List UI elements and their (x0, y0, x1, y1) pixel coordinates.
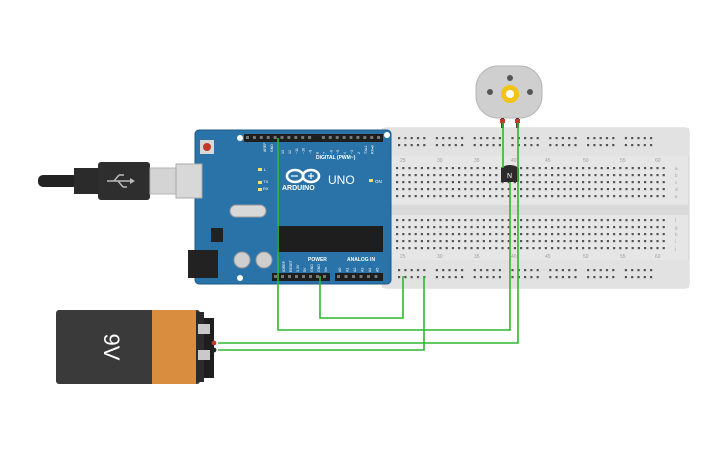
pin-label: 8 (316, 152, 320, 154)
bb-col-num: 50 (583, 254, 589, 260)
pin-label: A0 (338, 268, 342, 272)
pin-label: A5 (376, 268, 380, 272)
bb-col-num: 25 (400, 254, 406, 260)
tx-led (258, 181, 262, 184)
pin-label: 3.3V (296, 264, 300, 272)
digital-pin-header[interactable] (244, 134, 383, 142)
bb-row-letter: c (675, 180, 678, 185)
pin-label: 4 (343, 152, 347, 154)
bb-col-num: 40 (511, 254, 517, 260)
bb-col-num: 35 (474, 254, 480, 260)
wire-gnd-to-breadboard[interactable] (319, 276, 404, 319)
bb-row-letter: e (675, 194, 678, 199)
pin-label: ~3 (350, 150, 354, 154)
arduino-brand: ARDUINO (282, 185, 315, 192)
on-led (369, 179, 373, 182)
arduino-model: UNO (328, 173, 355, 187)
npn-transistor[interactable]: N (501, 165, 519, 182)
bb-col-num: 30 (437, 254, 443, 260)
motor-gear-icon (501, 85, 519, 103)
bb-col-num: 45 (545, 158, 551, 164)
bb-col-num: 60 (655, 254, 661, 260)
transistor-label: N (507, 173, 512, 180)
breadboard-holes (396, 137, 665, 279)
breadboard-column-numbers-top: 25 30 35 40 45 50 55 60 (400, 158, 661, 164)
pin-label: A3 (361, 268, 365, 272)
breadboard[interactable]: 25 30 35 40 45 50 55 60 25 30 35 40 45 5… (381, 127, 690, 289)
pin-label: RX◂0 (371, 145, 375, 154)
arduino-uno-board[interactable]: DIGITAL (PWM~) POWER ANALOG IN ON TX RX … (175, 129, 392, 285)
rx-label: RX (263, 186, 269, 191)
power-pin-header[interactable] (272, 273, 330, 281)
pin-label: 12 (288, 150, 292, 154)
breadboard-column-numbers-bottom: 25 30 35 40 45 50 55 60 (400, 254, 661, 260)
pin-label: RESET (289, 259, 293, 272)
on-led-label: ON (375, 179, 382, 184)
pin-label: Vin (324, 267, 328, 272)
pin-label: ~6 (329, 150, 333, 154)
pin-label: 2 (357, 152, 361, 154)
pin-label: GND (317, 264, 321, 272)
wire-battery-neg-to-breadboard[interactable] (218, 276, 425, 351)
pin-label: ~5 (336, 150, 340, 154)
bb-col-num: 30 (437, 158, 443, 164)
bb-col-num: 60 (655, 158, 661, 164)
tx-label: TX (263, 179, 268, 184)
arduino-logo-icon (285, 168, 321, 184)
digital-header-label: DIGITAL (PWM~) (316, 155, 356, 161)
bb-col-num: 35 (474, 158, 480, 164)
bb-col-num: 25 (400, 158, 406, 164)
analog-pin-header[interactable] (335, 273, 383, 281)
battery-label: 9V (99, 334, 124, 361)
breadboard-row-letters: a b c d e f g h i j (674, 166, 678, 251)
bb-row-letter: i (675, 239, 676, 244)
bb-row-letter: h (675, 232, 678, 237)
bb-row-letter: j (674, 246, 676, 251)
pin-label: TX▸1 (364, 146, 368, 154)
analog-header-label: ANALOG IN (347, 257, 375, 263)
rx-led (258, 188, 262, 191)
pin-label: A1 (346, 268, 350, 272)
bb-col-num: 40 (511, 158, 517, 164)
wires[interactable] (218, 123, 519, 351)
l-led (258, 168, 262, 171)
battery-9v[interactable]: 9V (56, 310, 217, 384)
wire-battery-pos-to-motor[interactable] (218, 123, 519, 344)
bb-row-letter: a (675, 166, 678, 171)
gnd-label: GND (270, 144, 274, 152)
bb-col-num: 45 (545, 254, 551, 260)
pin-label: A2 (353, 268, 357, 272)
power-header-label: POWER (308, 257, 327, 263)
wire-pin-to-transistor-base[interactable] (277, 138, 511, 331)
pin-label: ~11 (295, 148, 299, 154)
usb-symbol-icon (107, 174, 135, 188)
aref-label: AREF (263, 143, 267, 152)
bb-col-num: 55 (620, 254, 626, 260)
bb-col-num: 55 (620, 158, 626, 164)
reset-button[interactable] (203, 143, 211, 151)
pin-label: ~10 (302, 148, 306, 154)
bb-row-letter: g (675, 225, 678, 230)
bb-row-letter: f (675, 218, 677, 223)
pin-label: IOREF (282, 260, 286, 272)
bb-row-letter: d (675, 187, 678, 192)
pin-label: 5V (303, 267, 307, 272)
pin-label: 7 (322, 152, 326, 154)
pin-label: 13 (281, 150, 285, 154)
l-led-label: L (264, 167, 267, 172)
bb-row-letter: b (675, 173, 678, 178)
bb-col-num: 50 (583, 158, 589, 164)
pin-label: A4 (368, 268, 372, 272)
pin-label: ~9 (309, 150, 313, 154)
dc-motor[interactable] (475, 65, 543, 128)
pin-label: GND (310, 264, 314, 272)
